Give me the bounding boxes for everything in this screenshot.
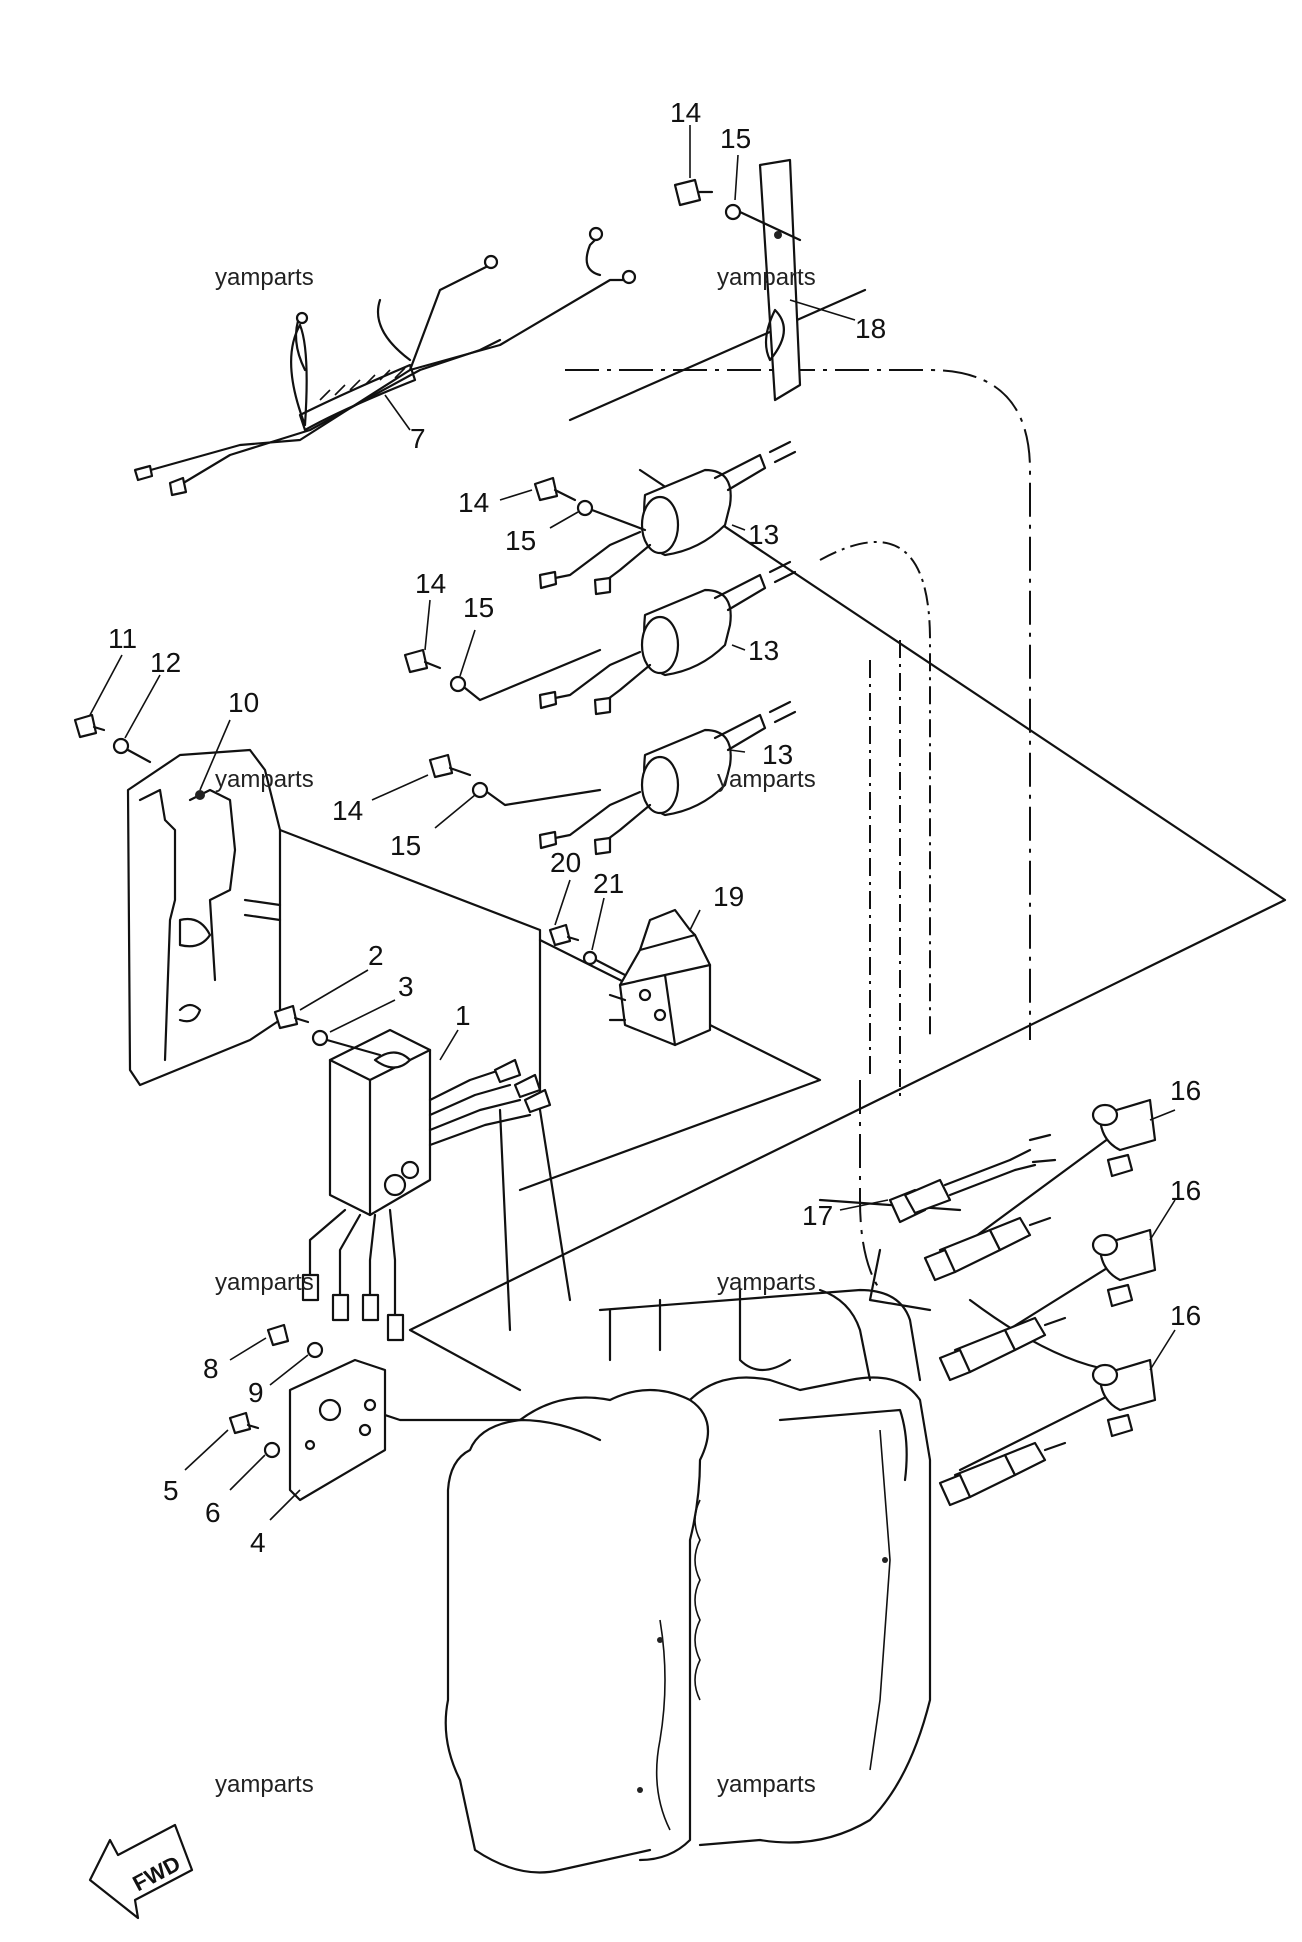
watermark-3: yamparts — [215, 766, 314, 793]
wire-harness-7 — [133, 226, 637, 497]
label-part-11: 11 — [108, 623, 137, 654]
ignition-coil-13-c — [538, 700, 797, 856]
washer-15-top — [724, 203, 802, 242]
label-part-17: 17 — [802, 1200, 833, 1231]
cover-10 — [126, 748, 282, 1087]
bolt-14-b — [403, 648, 442, 674]
plate-4 — [288, 1358, 387, 1502]
ignition-coil-13-b — [538, 560, 797, 716]
plug-cap-16-a — [1091, 1098, 1157, 1178]
part-labels: 14 15 18 7 14 15 13 14 15 13 11 12 10 13… — [108, 97, 1201, 1558]
bolt-20 — [548, 923, 580, 947]
label-part-12: 12 — [150, 647, 181, 678]
label-part-14-a: 14 — [458, 487, 489, 518]
leader-lines — [148, 288, 1287, 1472]
label-part-6: 6 — [205, 1497, 221, 1528]
label-part-14-top: 14 — [670, 97, 701, 128]
plug-cap-16-b — [1091, 1228, 1157, 1308]
label-part-4: 4 — [250, 1527, 266, 1558]
washer-15-b — [449, 648, 602, 702]
cdi-unit-1 — [301, 1028, 552, 1342]
plug-cap-16-c — [1091, 1358, 1157, 1438]
watermark-5: yamparts — [215, 1269, 314, 1296]
washer-6 — [263, 1441, 281, 1459]
watermark-7: yamparts — [215, 1771, 314, 1798]
ignition-coil-13-a — [538, 440, 797, 596]
label-part-7: 7 — [410, 423, 426, 454]
bolt-14-a — [533, 476, 577, 502]
label-part-15-c: 15 — [390, 830, 421, 861]
bolt-11 — [73, 713, 106, 739]
watermark-6: yamparts — [717, 1269, 816, 1296]
bolt-5 — [228, 1411, 260, 1435]
callout-leaders — [89, 125, 1176, 1521]
label-part-13-a: 13 — [748, 519, 779, 550]
label-part-13-c: 13 — [762, 739, 793, 770]
label-part-13-b: 13 — [748, 635, 779, 666]
watermarks: yamparts yamparts yamparts yamparts yamp… — [215, 264, 816, 1798]
engine-block — [444, 369, 1031, 1874]
watermark-4: yamparts — [717, 766, 816, 793]
spark-plug-c — [938, 1441, 1067, 1507]
label-part-5: 5 — [163, 1475, 179, 1506]
washer-12 — [112, 737, 152, 764]
label-part-15-top: 15 — [720, 123, 751, 154]
bolt-14-top — [673, 178, 714, 207]
washer-15-a — [576, 499, 647, 532]
spark-plug-a — [923, 1216, 1052, 1282]
label-part-15-b: 15 — [463, 592, 494, 623]
watermark-1: yamparts — [215, 264, 314, 291]
label-part-16-b: 16 — [1170, 1175, 1201, 1206]
label-part-1: 1 — [455, 1000, 471, 1031]
washer-9 — [306, 1341, 324, 1359]
label-part-20: 20 — [550, 847, 581, 878]
label-part-16-c: 16 — [1170, 1300, 1201, 1331]
label-part-9: 9 — [248, 1377, 264, 1408]
label-part-18: 18 — [855, 313, 886, 344]
bolt-8 — [266, 1323, 290, 1347]
spark-plug-b — [938, 1316, 1067, 1382]
label-part-2: 2 — [368, 940, 384, 971]
bracket-18 — [758, 158, 802, 402]
label-part-15-a: 15 — [505, 525, 536, 556]
label-part-3: 3 — [398, 971, 414, 1002]
bolt-14-c — [428, 753, 472, 779]
relay-19 — [608, 908, 712, 1047]
watermark-2: yamparts — [717, 264, 816, 291]
watermark-8: yamparts — [717, 1771, 816, 1798]
washer-3 — [311, 1029, 382, 1057]
label-part-10: 10 — [228, 687, 259, 718]
label-part-14-b: 14 — [415, 568, 446, 599]
label-part-21: 21 — [593, 868, 624, 899]
label-part-8: 8 — [203, 1353, 219, 1384]
washer-15-c — [471, 781, 602, 807]
washer-21 — [582, 950, 627, 977]
fwd-arrow: FWD — [88, 1823, 194, 1920]
sensor-17 — [888, 1133, 1057, 1224]
bolt-2 — [273, 1004, 310, 1030]
label-part-19: 19 — [713, 881, 744, 912]
label-part-16-a: 16 — [1170, 1075, 1201, 1106]
label-part-14-c: 14 — [332, 795, 363, 826]
